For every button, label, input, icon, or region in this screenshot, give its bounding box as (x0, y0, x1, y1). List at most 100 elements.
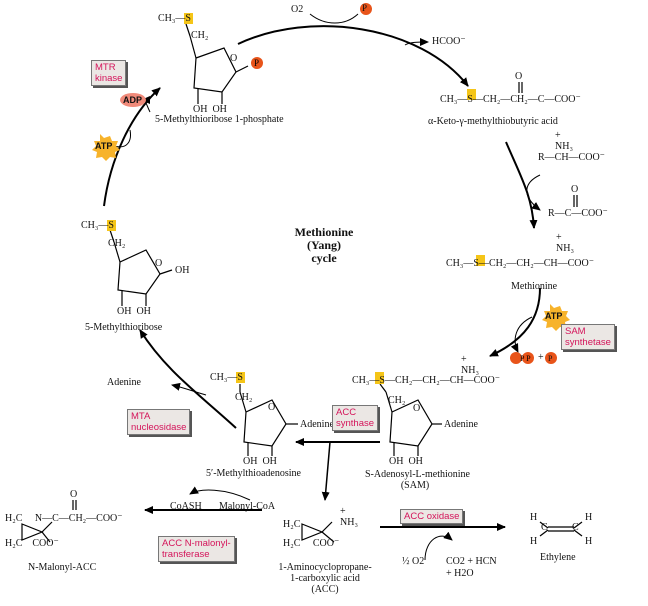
sam-name-1: S-Adenosyl-L-methionine (365, 469, 470, 480)
half-o2-label: ½ O2 (402, 556, 425, 567)
acc-name: 1-Aminocyclopropane- 1-carboxylic acid (… (270, 562, 380, 595)
sam-name-2: (SAM) (400, 480, 430, 491)
adp-label: ADP (123, 95, 143, 105)
mtr1p-name: 5-Methylthioribose 1-phosphate (155, 114, 284, 125)
title-line-2: (Yang) (306, 238, 341, 252)
co2-label: CO2 + HCN (446, 556, 497, 567)
sam-adenine: Adenine (444, 419, 478, 430)
pi-circle (360, 3, 372, 15)
acc-structure (301, 521, 335, 543)
sulfur-highlight (107, 220, 116, 231)
arrow-atp-sam (510, 316, 533, 353)
sulfur-highlight (375, 372, 384, 384)
eth-c1: C (541, 522, 548, 533)
eth-h4: H (585, 536, 593, 547)
mtr-structure (109, 229, 173, 306)
enzyme-mta-nucleosidase: MTA nucleosidase (127, 409, 191, 435)
enzyme-acc-oxidase: ACC oxidase (400, 509, 464, 524)
pi-circle-2 (545, 352, 557, 364)
atp-label-1: ATP (95, 141, 113, 151)
pi-label: P (362, 3, 368, 13)
enzyme-acc-n-malonyl-transferase: ACC N-malonyl- transferase (158, 536, 235, 562)
mta-oh: OH OH (243, 456, 277, 467)
pp-circle-1 (510, 352, 522, 364)
phosphate-circle (251, 57, 263, 69)
macc-o: O (70, 489, 78, 500)
arrow-amino-donor (526, 174, 541, 211)
mtr-oh: OH OH (117, 306, 151, 317)
sam-formula: CH₃—S—CH₂—CH₂—CH—COO⁻ (352, 375, 500, 386)
sulfur-highlight (467, 89, 476, 100)
ch2-label: CH₂ (191, 30, 209, 41)
ethylene-structure (539, 521, 583, 537)
mta-ch2: CH₂ (235, 392, 253, 403)
hcoo-label: HCOO⁻ (432, 36, 466, 47)
sulfur-highlight (184, 13, 193, 24)
mta-o: O (268, 402, 276, 413)
mtr-oh1: OH (175, 265, 190, 276)
pp-label: P P (520, 354, 531, 363)
acc-name-3: (ACC) (311, 584, 339, 595)
acc-name-2: 1-carboxylic acid (290, 573, 360, 584)
sam-ch2: CH₂ (388, 395, 406, 406)
arrow-mtr1p-to-kmtb (237, 25, 469, 87)
mtr-name: 5-Methylthioribose (85, 322, 163, 333)
mtr-kinase-1: MTR (95, 62, 116, 73)
acc-synthase-1: ACC (336, 407, 357, 418)
sam-structure (379, 383, 442, 456)
mta-adenine: Adenine (300, 419, 334, 430)
cycle-title: Methionine (Yang) cycle (284, 226, 364, 265)
nh3-label: +NH₃ (555, 130, 573, 152)
kmtb-o: O (515, 71, 523, 82)
enzyme-acc-synthase: ACC synthase (332, 405, 379, 431)
sam-synthetase-2: synthetase (565, 337, 611, 348)
kmtb-name: α-Keto-γ-methylthiobutyric acid (428, 116, 558, 127)
kmtb-formula: CH₃—S—CH₂—CH₂—C—COO⁻ (440, 94, 581, 105)
plus-sign: + (538, 352, 544, 363)
mta-nucleosidase-2: nucleosidase (131, 422, 187, 433)
atp-burst-1 (92, 134, 120, 161)
carbonyl-bonds (518, 82, 578, 207)
ch3-s-label: CH₃—S (158, 13, 191, 24)
acc-malonyl-2: transferase (162, 549, 210, 560)
mta-nucleosidase-1: MTA (131, 411, 151, 422)
adp-oval (120, 93, 146, 107)
h2o-label: + H2O (446, 568, 474, 579)
mtr-kinase-2: kinase (95, 73, 123, 84)
eth-h1: H (530, 512, 538, 523)
pi2-label: P (548, 354, 553, 363)
arrow-malonyl (189, 486, 251, 501)
macc-h2c: H₂C COO⁻ (5, 538, 59, 549)
macc-name: N-Malonyl-ACC (28, 562, 97, 573)
arrow-mta-to-mtr (139, 329, 237, 429)
sulfur-highlight (476, 255, 485, 266)
met-name: Methionine (511, 281, 558, 292)
mta-name: 5′-Methylthioadenosine (206, 468, 301, 479)
o2-label: O2 (291, 4, 304, 15)
eth-c2: C (572, 522, 579, 533)
met-nh3: +NH₃ (556, 232, 574, 254)
mtr-o: O (155, 258, 163, 269)
mtr-ch3s: CH₃—S (81, 220, 114, 231)
mta-structure (239, 384, 298, 456)
arrow-met-to-sam (489, 287, 541, 357)
arrow-kmtb-to-met (505, 141, 538, 229)
sam-synthetase-1: SAM (565, 326, 586, 337)
phosphate-p: P (254, 58, 260, 68)
eth-h3: H (585, 512, 593, 523)
pp-circle-2 (522, 352, 534, 364)
enzyme-mtr-kinase: MTR kinase (91, 60, 127, 86)
enzyme-sam-synthetase: SAM synthetase (561, 324, 615, 350)
macc-structure (21, 500, 77, 543)
title-line-1: Methionine (294, 225, 354, 239)
acc-name-1: 1-Aminocyclopropane- (278, 562, 372, 573)
mta-ch3s: CH₃—S (210, 372, 243, 383)
sam-oh: OH OH (389, 456, 423, 467)
mtr-ch2: CH₂ (108, 238, 126, 249)
malonyl-label: Malonyl-CoA (219, 501, 276, 512)
sam-nh3: +NH₃ (461, 354, 479, 376)
arrow-atp-in (113, 129, 131, 148)
eth-name: Ethylene (540, 552, 576, 563)
arrow-o2-in (309, 13, 359, 24)
